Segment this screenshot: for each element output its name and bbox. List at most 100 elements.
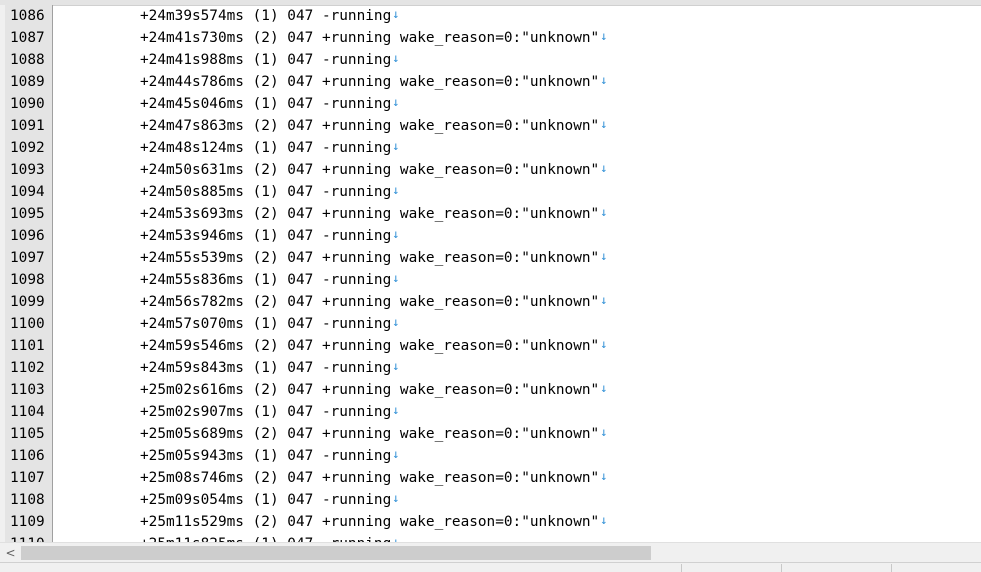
line-number: 1107 bbox=[10, 470, 45, 486]
editor-line[interactable]: 1095 +24m53s693ms (2) 047 +running wake_r… bbox=[0, 203, 981, 225]
line-content: +25m11s529ms (2) 047 +running wake_reaso… bbox=[140, 514, 600, 530]
editor-line[interactable]: 1094 +24m50s885ms (1) 047 -running↓ bbox=[0, 181, 981, 203]
line-number: 1103 bbox=[10, 382, 45, 398]
line-text[interactable]: +24m59s546ms (2) 047 +running wake_reaso… bbox=[140, 335, 607, 357]
line-number: 1093 bbox=[10, 162, 45, 178]
editor-line[interactable]: 1098+24m55s836ms (1) 047 -running↓ bbox=[0, 269, 981, 291]
line-content: +25m02s907ms (1) 047 -running bbox=[140, 404, 392, 420]
line-feed-icon: ↓ bbox=[600, 73, 608, 87]
status-separator bbox=[681, 564, 682, 572]
line-number: 1094 bbox=[10, 184, 45, 200]
line-feed-icon: ↓ bbox=[392, 7, 400, 21]
line-text[interactable]: +24m50s885ms (1) 047 -running↓ bbox=[140, 181, 400, 203]
editor-line[interactable]: 1087 +24m41s730ms (2) 047 +running wake_r… bbox=[0, 27, 981, 49]
line-text[interactable]: +24m57s070ms (1) 047 -running↓ bbox=[140, 313, 400, 335]
line-text[interactable]: +24m41s988ms (1) 047 -running↓ bbox=[140, 49, 400, 71]
editor-line[interactable]: 1093 +24m50s631ms (2) 047 +running wake_r… bbox=[0, 159, 981, 181]
editor-line[interactable]: 1102+24m59s843ms (1) 047 -running↓ bbox=[0, 357, 981, 379]
line-content: +24m44s786ms (2) 047 +running wake_reaso… bbox=[140, 74, 600, 90]
scroll-left-arrow-icon[interactable]: < bbox=[5, 546, 16, 560]
line-feed-icon: ↓ bbox=[600, 29, 608, 43]
editor-line[interactable]: 1086 +24m39s574ms (1) 047 -running↓ bbox=[0, 5, 981, 27]
line-content: +25m02s616ms (2) 047 +running wake_reaso… bbox=[140, 382, 600, 398]
line-number: 1088 bbox=[10, 52, 45, 68]
line-feed-icon: ↓ bbox=[392, 403, 400, 417]
line-feed-icon: ↓ bbox=[392, 95, 400, 109]
line-text[interactable]: +24m45s046ms (1) 047 -running↓ bbox=[140, 93, 400, 115]
line-text[interactable]: +25m05s689ms (2) 047 +running wake_reaso… bbox=[140, 423, 607, 445]
line-text[interactable]: +25m08s746ms (2) 047 +running wake_reaso… bbox=[140, 467, 607, 489]
line-content: +24m39s574ms (1) 047 -running bbox=[140, 8, 392, 24]
line-text[interactable]: +24m48s124ms (1) 047 -running↓ bbox=[140, 137, 400, 159]
line-content: +24m56s782ms (2) 047 +running wake_reaso… bbox=[140, 294, 600, 310]
editor-line[interactable]: 1099 +24m56s782ms (2) 047 +running wake_r… bbox=[0, 291, 981, 313]
line-number: 1086 bbox=[10, 8, 45, 24]
line-content: +24m55s539ms (2) 047 +running wake_reaso… bbox=[140, 250, 600, 266]
line-content: +24m59s843ms (1) 047 -running bbox=[140, 360, 392, 376]
editor-line[interactable]: 1097+24m55s539ms (2) 047 +running wake_r… bbox=[0, 247, 981, 269]
line-number: 1106 bbox=[10, 448, 45, 464]
line-feed-icon: ↓ bbox=[392, 227, 400, 241]
line-feed-icon: ↓ bbox=[600, 337, 608, 351]
editor-line[interactable]: 1107 +25m08s746ms (2) 047 +running wake_r… bbox=[0, 467, 981, 489]
line-number: 1096 bbox=[10, 228, 45, 244]
line-text[interactable]: +24m59s843ms (1) 047 -running↓ bbox=[140, 357, 400, 379]
editor-line[interactable]: 1108 +25m09s054ms (1) 047 -running↓ bbox=[0, 489, 981, 511]
editor-lines[interactable]: 1086+24m39s574ms (1) 047 -running↓1087+2… bbox=[0, 5, 981, 542]
editor-line[interactable]: 1101+24m59s546ms (2) 047 +running wake_r… bbox=[0, 335, 981, 357]
line-text[interactable]: +25m11s825ms (1) 047 -running↓ bbox=[140, 533, 400, 542]
line-number: 1110 bbox=[10, 533, 50, 542]
editor-line[interactable]: 1088 +24m41s988ms (1) 047 -running↓ bbox=[0, 49, 981, 71]
line-text[interactable]: +24m53s693ms (2) 047 +running wake_reaso… bbox=[140, 203, 607, 225]
line-content: +24m48s124ms (1) 047 -running bbox=[140, 140, 392, 156]
line-text[interactable]: +25m02s616ms (2) 047 +running wake_reaso… bbox=[140, 379, 607, 401]
line-text[interactable]: +25m11s529ms (2) 047 +running wake_reaso… bbox=[140, 511, 607, 533]
editor-line[interactable]: 1110 +25m11s825ms (1) 047 -running↓ bbox=[0, 533, 981, 542]
line-feed-icon: ↓ bbox=[600, 249, 608, 263]
line-content: +25m09s054ms (1) 047 -running bbox=[140, 492, 392, 508]
line-number: 1105 bbox=[10, 426, 45, 442]
editor-line[interactable]: 1092+24m48s124ms (1) 047 -running↓ bbox=[0, 137, 981, 159]
editor-line[interactable]: 1089+24m44s786ms (2) 047 +running wake_r… bbox=[0, 71, 981, 93]
editor-line[interactable]: 1103 +25m02s616ms (2) 047 +running wake_r… bbox=[0, 379, 981, 401]
line-content: +24m50s885ms (1) 047 -running bbox=[140, 184, 392, 200]
editor-line[interactable]: 1105 +25m05s689ms (2) 047 +running wake_r… bbox=[0, 423, 981, 445]
line-text[interactable]: +24m39s574ms (1) 047 -running↓ bbox=[140, 5, 400, 27]
editor-line[interactable]: 1104 +25m02s907ms (1) 047 -running↓ bbox=[0, 401, 981, 423]
line-text[interactable]: +25m09s054ms (1) 047 -running↓ bbox=[140, 489, 400, 511]
line-content: +25m05s943ms (1) 047 -running bbox=[140, 448, 392, 464]
line-text[interactable]: +25m05s943ms (1) 047 -running↓ bbox=[140, 445, 400, 467]
editor-line[interactable]: 1109 +25m11s529ms (2) 047 +running wake_r… bbox=[0, 511, 981, 533]
line-number: 1099 bbox=[10, 294, 45, 310]
horizontal-scrollbar[interactable]: < bbox=[0, 542, 981, 563]
line-number: 1095 bbox=[10, 206, 45, 222]
line-feed-icon: ↓ bbox=[392, 139, 400, 153]
line-text[interactable]: +24m55s539ms (2) 047 +running wake_reaso… bbox=[140, 247, 607, 269]
line-number: 1109 bbox=[10, 514, 45, 530]
editor-line[interactable]: 1096 +24m53s946ms (1) 047 -running↓ bbox=[0, 225, 981, 247]
line-number: 1108 bbox=[10, 492, 45, 508]
line-number: 1104 bbox=[10, 404, 45, 420]
line-feed-icon: ↓ bbox=[392, 183, 400, 197]
line-feed-icon: ↓ bbox=[600, 205, 608, 219]
text-editor[interactable]: 1086+24m39s574ms (1) 047 -running↓1087+2… bbox=[0, 0, 981, 542]
editor-line[interactable]: 1090+24m45s046ms (1) 047 -running↓ bbox=[0, 93, 981, 115]
line-text[interactable]: +24m56s782ms (2) 047 +running wake_reaso… bbox=[140, 291, 607, 313]
line-text[interactable]: +24m41s730ms (2) 047 +running wake_reaso… bbox=[140, 27, 607, 49]
line-number: 1087 bbox=[10, 30, 45, 46]
line-text[interactable]: +24m53s946ms (1) 047 -running↓ bbox=[140, 225, 400, 247]
editor-line[interactable]: 1106 +25m05s943ms (1) 047 -running↓ bbox=[0, 445, 981, 467]
line-text[interactable]: +24m55s836ms (1) 047 -running↓ bbox=[140, 269, 400, 291]
line-number-gutter[interactable] bbox=[5, 5, 53, 542]
editor-line[interactable]: 1091+24m47s863ms (2) 047 +running wake_r… bbox=[0, 115, 981, 137]
status-separator bbox=[891, 564, 892, 572]
line-text[interactable]: +25m02s907ms (1) 047 -running↓ bbox=[140, 401, 400, 423]
line-text[interactable]: +24m47s863ms (2) 047 +running wake_reaso… bbox=[140, 115, 607, 137]
line-text[interactable]: +24m44s786ms (2) 047 +running wake_reaso… bbox=[140, 71, 607, 93]
scrollbar-thumb[interactable] bbox=[21, 546, 651, 560]
line-text[interactable]: +24m50s631ms (2) 047 +running wake_reaso… bbox=[140, 159, 607, 181]
editor-line[interactable]: 1100+24m57s070ms (1) 047 -running↓ bbox=[0, 313, 981, 335]
line-content: +24m41s730ms (2) 047 +running wake_reaso… bbox=[140, 30, 600, 46]
line-feed-icon: ↓ bbox=[392, 491, 400, 505]
line-feed-icon: ↓ bbox=[392, 315, 400, 329]
